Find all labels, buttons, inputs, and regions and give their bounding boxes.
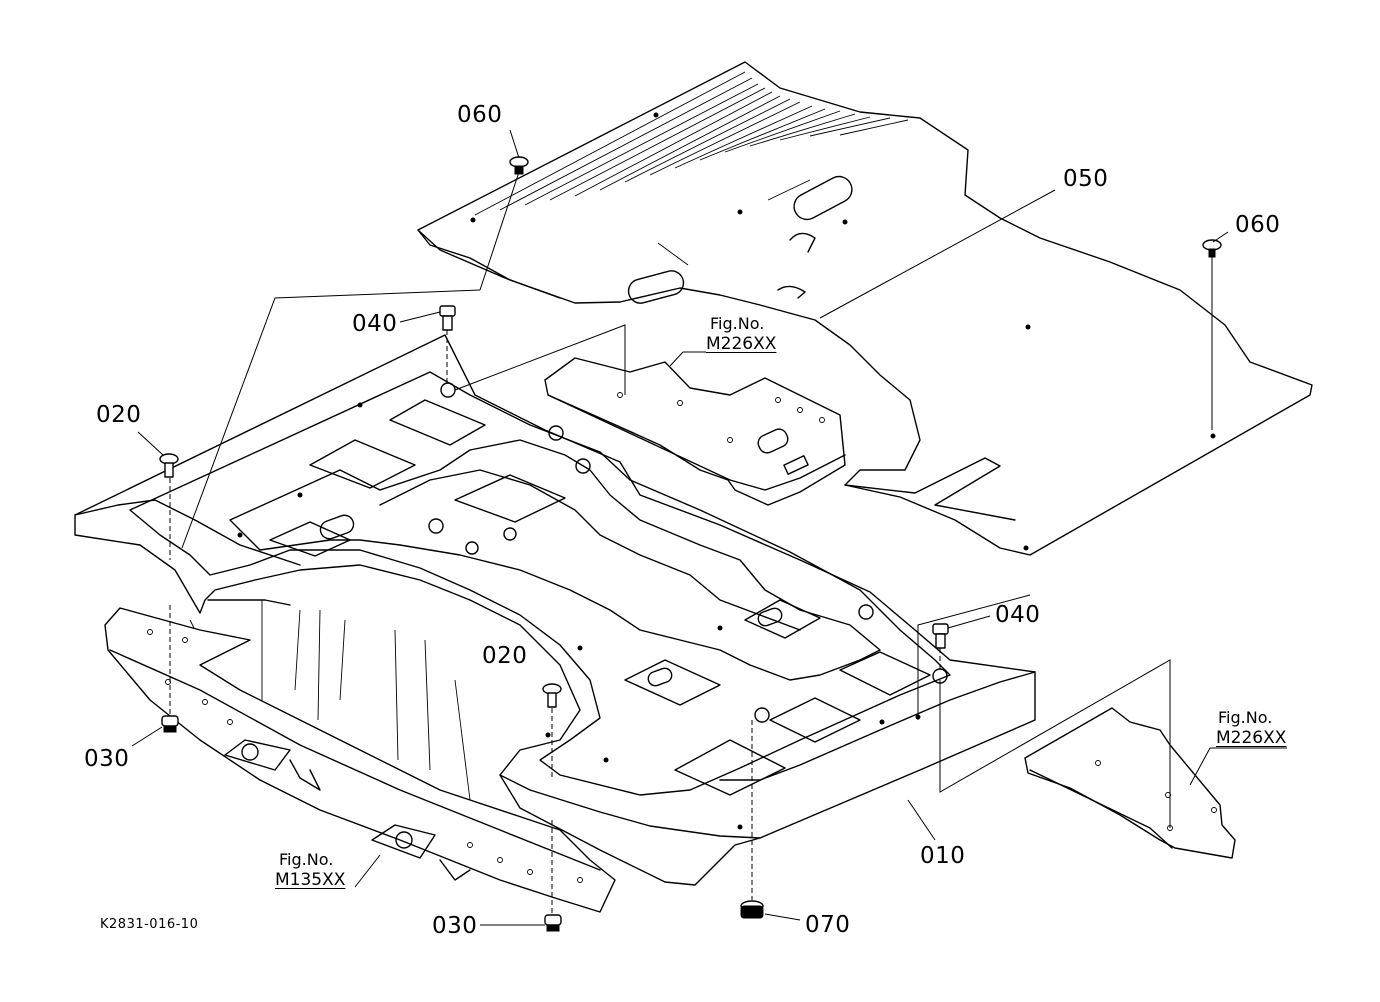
label-070: 070 xyxy=(805,912,851,938)
fig-ref-bottom-code: M135XX xyxy=(275,870,346,890)
clip-060-right xyxy=(1202,239,1222,258)
bolt-020-left xyxy=(159,453,179,478)
label-040-top: 040 xyxy=(352,311,398,337)
clip-060-top xyxy=(509,156,529,175)
label-020-left: 020 xyxy=(96,402,142,428)
fig-ref-bottom-prefix: Fig.No. xyxy=(279,850,334,869)
fig-ref-right-code: M226XX xyxy=(1216,728,1287,748)
fig-ref-top-prefix: Fig.No. xyxy=(710,314,765,333)
bolt-020-center xyxy=(542,683,562,708)
nut-030-left xyxy=(161,715,179,733)
label-030-left: 030 xyxy=(84,746,130,772)
leader-lines xyxy=(131,129,1287,926)
grommet-070 xyxy=(740,900,764,919)
fig-ref-bottom: Fig.No. M135XX xyxy=(275,850,345,890)
bolt-040-top xyxy=(439,305,456,331)
bracket-right-m226xx xyxy=(1024,707,1236,859)
label-050: 050 xyxy=(1063,166,1109,192)
label-020-center: 020 xyxy=(482,643,528,669)
label-030-bottom: 030 xyxy=(432,913,478,939)
frame-beam-m135xx xyxy=(104,607,616,913)
diagram-id: K2831-016-10 xyxy=(100,917,199,932)
label-060-top: 060 xyxy=(457,102,503,128)
nut-030-bottom xyxy=(544,914,562,932)
bolt-040-right xyxy=(932,623,949,649)
fig-ref-top-code: M226XX xyxy=(706,334,777,354)
label-060-right: 060 xyxy=(1235,212,1281,238)
bracket-top-m226xx xyxy=(544,357,846,506)
floor-plate-010 xyxy=(74,334,1036,886)
fig-ref-right-prefix: Fig.No. xyxy=(1218,708,1273,727)
label-040-right: 040 xyxy=(995,602,1041,628)
fig-ref-right: Fig.No. M226XX xyxy=(1216,708,1286,748)
fig-ref-top: Fig.No. M226XX xyxy=(706,314,776,354)
mat-ribs xyxy=(474,71,909,216)
label-010: 010 xyxy=(920,843,966,869)
floor-mat-050 xyxy=(417,61,1313,556)
